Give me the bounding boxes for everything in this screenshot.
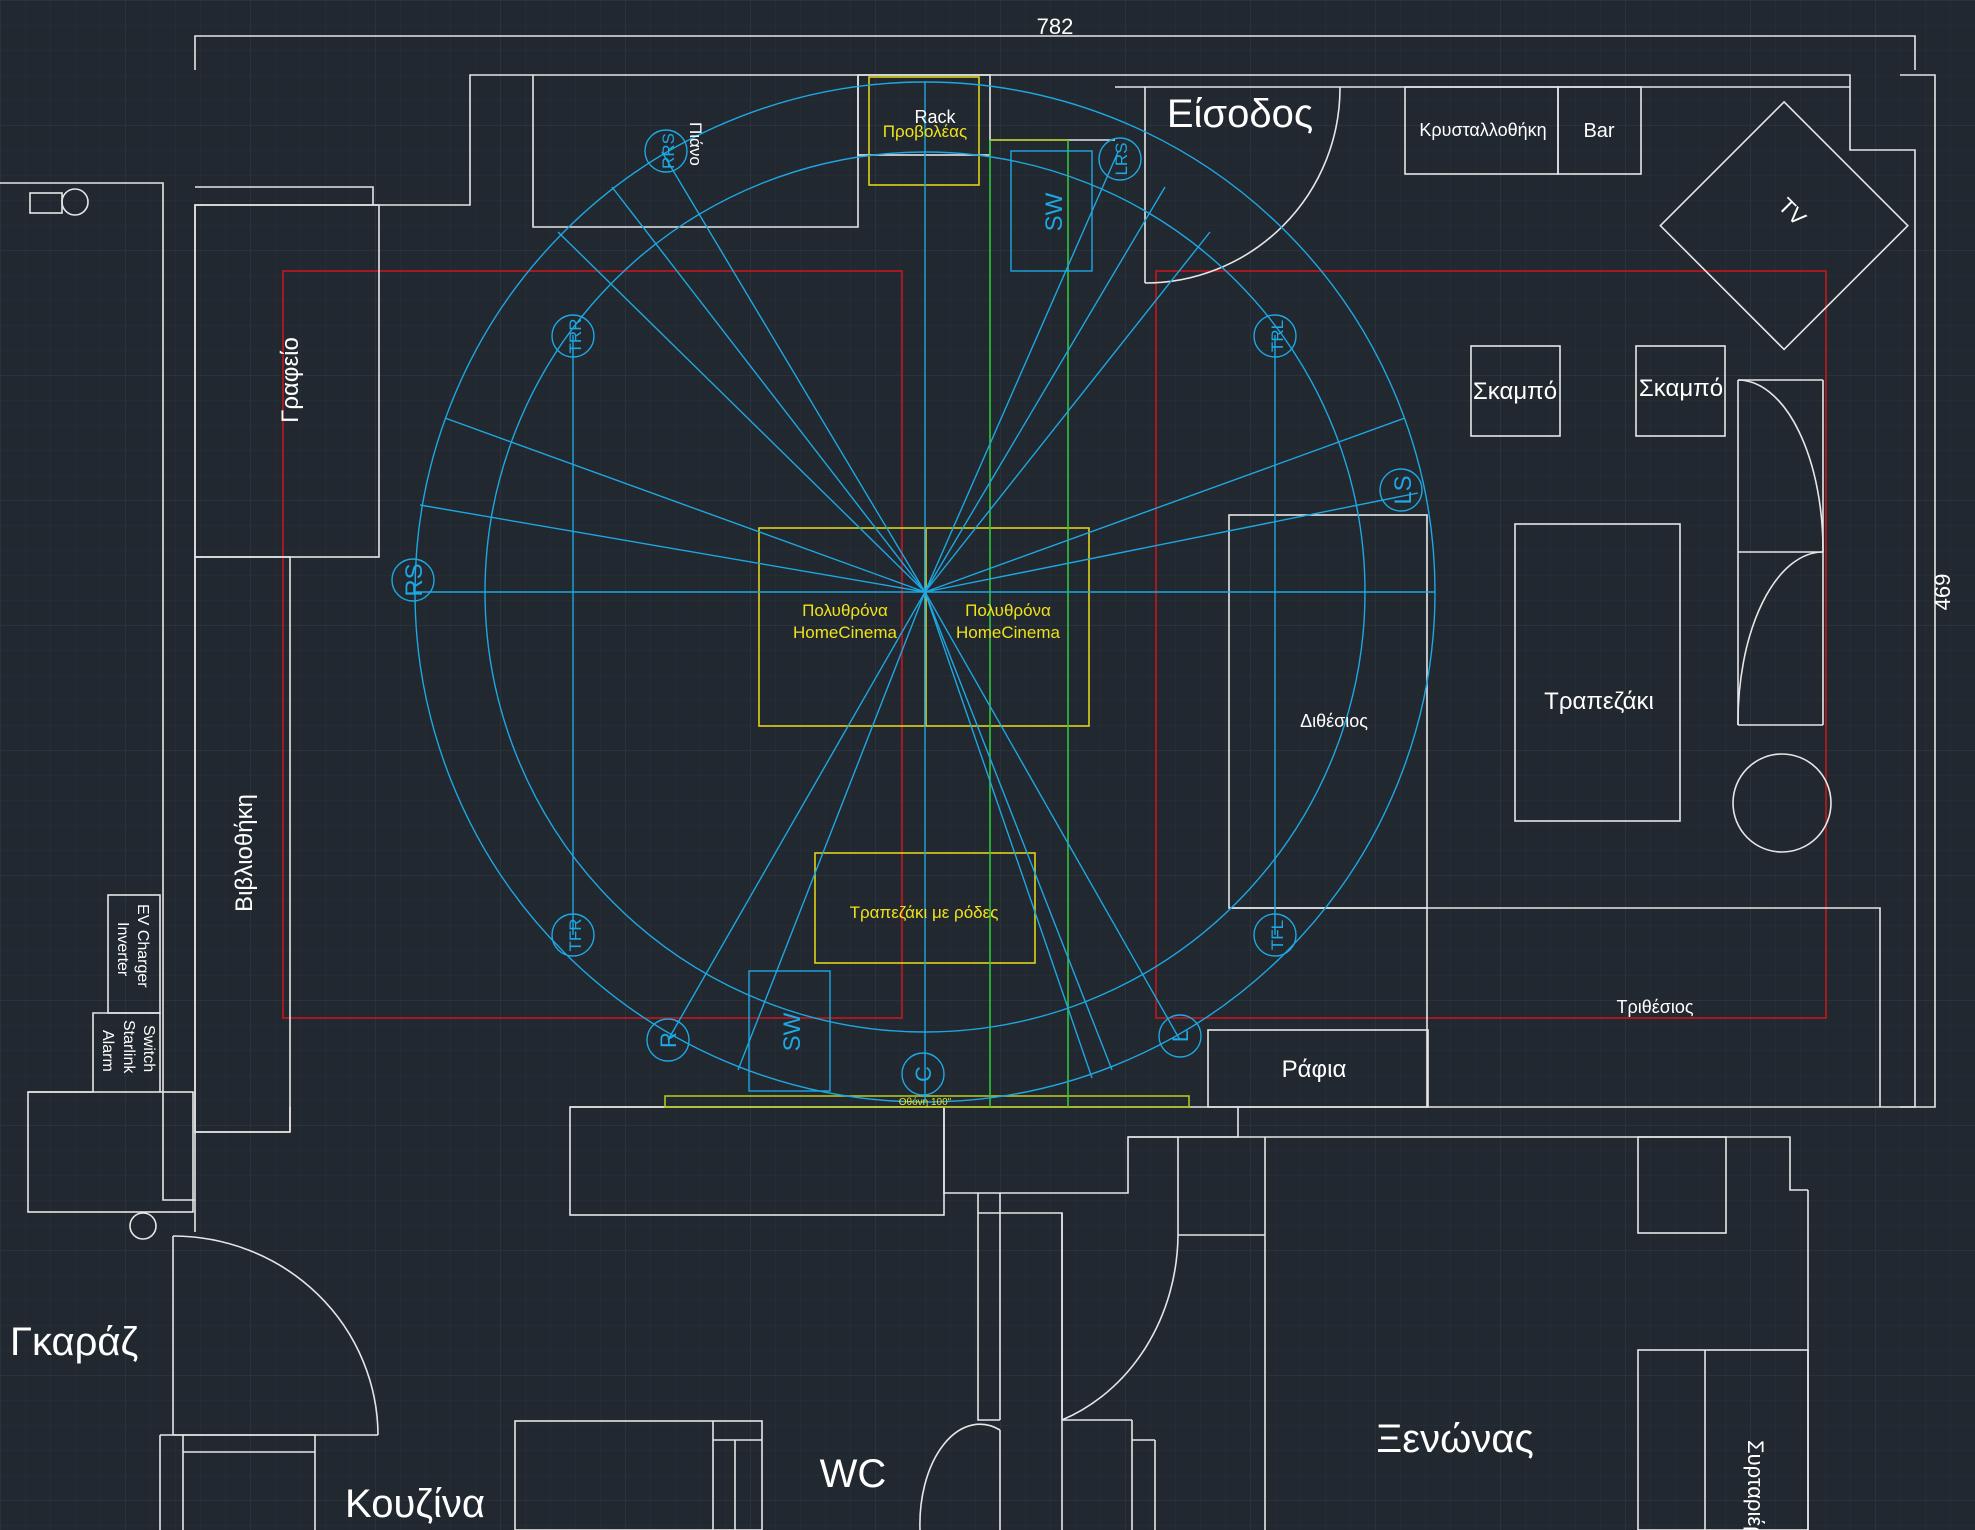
speaker-ls-icon [1379, 468, 1423, 512]
label-piano: Πιάνο [686, 122, 705, 166]
label-stool-2: Σκαμπό [1639, 375, 1723, 402]
speaker-lrs-icon [1098, 137, 1142, 181]
label-projector: Προβολέας [883, 122, 967, 141]
label-inverter: Inverter [114, 922, 131, 977]
speaker-layout [391, 81, 1436, 1103]
room-entrance: Είσοδος [1167, 92, 1313, 136]
label-stool-1: Σκαμπό [1473, 378, 1557, 405]
label-armchair-left-2: HomeCinema [793, 623, 897, 642]
speaker-rs-icon [391, 558, 435, 602]
label-desk: Γραφείο [277, 337, 304, 423]
zone-outlines [282, 270, 1827, 1019]
label-shelves: Ράφια [1282, 1056, 1347, 1083]
room-wc: WC [820, 1452, 887, 1496]
speaker-l-icon [1158, 1014, 1202, 1058]
speaker-label-tfl: TFL [1268, 920, 1287, 950]
label-rack: Rack [914, 107, 956, 127]
room-garage: Γκαράζ [10, 1320, 138, 1364]
height-dimension: 469 [1930, 574, 1955, 611]
label-alarm: Alarm [99, 1030, 116, 1072]
speaker-r-icon [646, 1018, 690, 1062]
walls [0, 74, 1916, 1530]
speaker-label-c: C [911, 1066, 936, 1082]
speaker-trr-icon [551, 314, 595, 358]
speaker-tfr-icon [551, 913, 595, 957]
room-guestroom: Ξενώνας [1376, 1417, 1533, 1461]
speaker-rrs-icon [644, 129, 688, 173]
label-armchair-left-1: Πολυθρόνα [802, 601, 888, 620]
label-armchair-right-1: Πολυθρόνα [965, 601, 1051, 620]
label-rolling-table: Τραπεζάκι με ρόδες [850, 903, 999, 922]
label-armchair-right-2: HomeCinema [956, 623, 1060, 642]
speaker-c-icon [901, 1052, 945, 1096]
label-bar: Bar [1583, 120, 1614, 142]
label-three-seater: Τριθέσιος [1616, 997, 1693, 1017]
label-screen: Οθόνη 100" [899, 1096, 952, 1108]
dimension-lines [194, 35, 1936, 1108]
speaker-label-trl: TRL [1268, 320, 1287, 352]
speaker-trl-icon [1253, 314, 1297, 358]
label-crystal-cabinet: Κρυσταλλοθήκη [1419, 120, 1546, 140]
speaker-label-lrs: LRS [1112, 142, 1131, 175]
speaker-label-tfr: TFR [566, 918, 585, 951]
speaker-label-ls: LS [1390, 475, 1417, 504]
speaker-label-r: R [656, 1032, 681, 1048]
label-starlink: Starlink [120, 1020, 137, 1074]
room-kitchen: Κουζίνα [345, 1482, 485, 1526]
label-switch: Switch [140, 1025, 157, 1072]
label-coffee-table: Τραπεζάκι [1544, 688, 1654, 715]
label-ev-charger: EV Charger [134, 904, 151, 988]
label-bookcase: Βιβλιοθήκη [231, 794, 258, 912]
speaker-label-sw-top: SW [1041, 192, 1068, 231]
speaker-label-sw-bottom: SW [779, 1012, 806, 1051]
width-dimension: 782 [1037, 14, 1074, 39]
label-two-seater: Διθέσιος [1300, 711, 1368, 731]
speaker-label-rrs: RRS [659, 133, 678, 169]
label-drawers: Συρταριέρα [1743, 1440, 1768, 1530]
speaker-label-trr: TRR [566, 319, 585, 354]
projection-axis [989, 139, 1069, 1107]
speaker-tfl-icon [1253, 913, 1297, 957]
labels: 782 469 Είσοδος Γκαράζ Κουζίνα WC Ξενώνα… [10, 14, 1955, 1530]
speaker-label-l: L [1168, 1030, 1193, 1042]
speaker-label-rs: RS [401, 563, 428, 596]
